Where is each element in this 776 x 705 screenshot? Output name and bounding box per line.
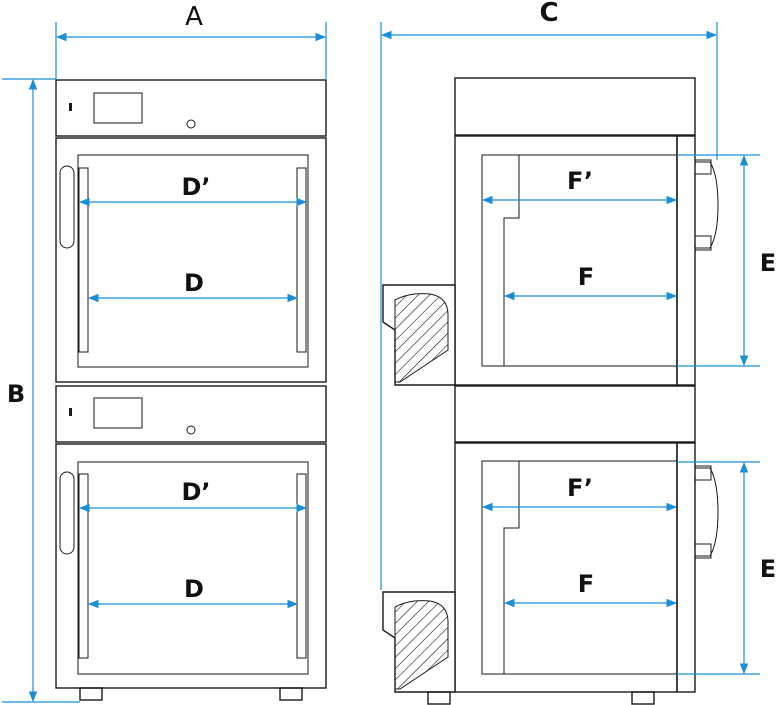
front-top-handle [59,165,75,249]
side-top-inner-wall [503,155,520,366]
front-top-door [55,137,327,383]
side-bottom-handle-top-mount [694,465,712,481]
label-c: C [539,0,558,28]
front-top-switch-icon [69,103,72,111]
front-bottom-display-icon [93,397,143,429]
side-top-handle-bottom-mount [694,235,712,251]
label-d-prime-bottom: D’ [181,478,210,506]
front-bottom-switch-icon [69,408,72,416]
label-e-top: E [760,249,776,277]
side-top-door-edge [676,135,696,386]
side-top-hatch-pattern [394,293,449,383]
front-left-foot [79,687,103,701]
front-top-display-icon [93,92,143,124]
side-bottom-hatch-pattern [394,600,449,690]
front-bottom-window [77,461,309,675]
side-left-foot [427,691,451,705]
label-d-bottom: D [184,575,204,603]
front-top-window [77,154,309,368]
front-top-right-rail [296,167,307,353]
front-bottom-handle [59,471,75,555]
label-a: A [185,2,203,32]
front-bottom-control-panel [55,385,327,443]
front-bottom-left-rail [78,473,89,659]
label-f-top: F [578,263,594,291]
label-f-prime-top: F’ [567,167,593,195]
side-top-handle [695,161,719,249]
label-d-prime-top: D’ [181,173,210,201]
front-top-control-panel [55,79,327,137]
front-bottom-door [55,443,327,689]
side-view [382,77,719,705]
front-top-indicator-light-icon [186,119,196,129]
front-bottom-indicator-light-icon [186,425,196,435]
side-middle-cap [454,385,696,443]
label-b: B [7,380,25,408]
front-bottom-right-rail [296,473,307,659]
front-right-foot [279,687,303,701]
label-f-bottom: F [578,570,594,598]
dimensions [2,22,760,703]
side-top-cap [454,77,696,136]
labels: A B C D’ D D’ D F’ F F’ F E E [7,0,776,603]
label-e-bottom: E [760,555,776,583]
side-bottom-inner-wall [503,461,520,674]
front-top-left-rail [78,167,89,353]
side-top-body [454,135,678,386]
label-d-top: D [184,269,204,297]
side-top-handle-top-mount [694,159,712,175]
side-top-chamber [481,154,678,367]
side-bottom-handle [695,467,719,557]
side-bottom-chamber [481,460,678,675]
side-right-foot [631,691,655,705]
side-bottom-body [454,442,678,693]
side-bottom-door-edge [676,442,696,693]
label-f-prime-bottom: F’ [567,474,593,502]
front-view [55,79,327,701]
side-bottom-handle-bottom-mount [694,543,712,559]
